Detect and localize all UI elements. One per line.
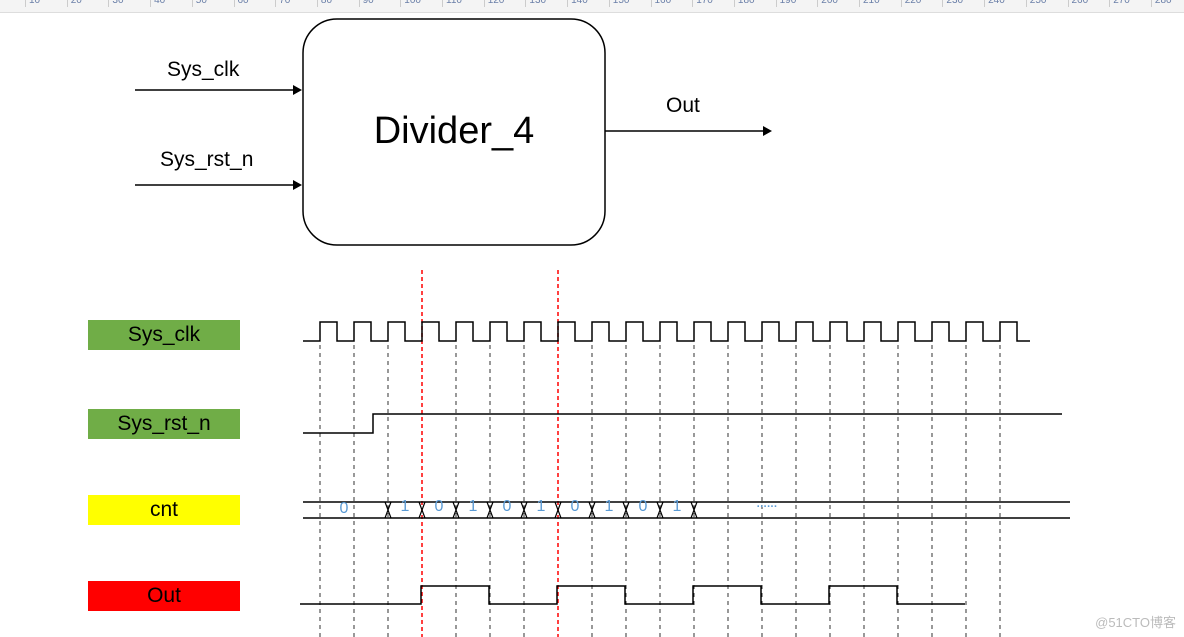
cnt-transition xyxy=(452,501,460,519)
sys-clk-waveform xyxy=(303,321,1030,342)
cnt-value: 1 xyxy=(672,498,682,515)
cnt-value: 1 xyxy=(400,498,410,515)
watermark: @51CTO博客 xyxy=(1095,615,1176,630)
ruler-tick: 170 xyxy=(692,0,713,7)
ruler-tick: 180 xyxy=(733,0,755,7)
ruler-tick: 190 xyxy=(775,0,796,7)
ruler-tick: 260 xyxy=(1067,0,1088,7)
ruler-tick: 140 xyxy=(567,0,588,7)
ruler: 10 20 30 40 50 60 70 80 90 100 110 120 130 140 150 160 1… xyxy=(0,0,1184,13)
signal-label-sys-rst-n: Sys_rst_n xyxy=(88,409,240,439)
cnt-transition xyxy=(588,501,596,519)
cnt-transition xyxy=(418,501,426,519)
cnt-transition xyxy=(520,501,528,519)
ruler-tick: 150 xyxy=(608,0,629,7)
cnt-value: 1 xyxy=(536,498,546,515)
input-label-rst: Sys_rst_n xyxy=(160,148,254,171)
ruler-tick: 230 xyxy=(942,0,963,7)
cnt-value: 0 xyxy=(570,498,580,515)
ruler-tick: 80 xyxy=(316,0,332,7)
ruler-tick: 10 xyxy=(25,0,40,7)
ruler-tick: 40 xyxy=(150,0,165,7)
output-label: Out xyxy=(666,94,700,117)
ruler-tick: 100 xyxy=(400,0,421,7)
ruler-tick: 210 xyxy=(859,0,880,7)
cnt-value: 0 xyxy=(638,498,648,515)
ruler-tick: 90 xyxy=(358,0,374,7)
ruler-tick: 70 xyxy=(275,0,290,7)
sys-rst-n-waveform xyxy=(303,413,1062,434)
cnt-value: 0 xyxy=(339,500,349,517)
cnt-transition xyxy=(554,501,562,519)
ruler-tick: 270 xyxy=(1109,0,1130,7)
ruler-tick: 130 xyxy=(525,0,546,7)
ruler-tick: 110 xyxy=(442,0,462,7)
cnt-transition xyxy=(384,501,392,519)
cnt-transition xyxy=(656,501,664,519)
input-label-clk: Sys_clk xyxy=(167,58,240,81)
signal-label-out: Out xyxy=(88,581,240,611)
ruler-tick: 50 xyxy=(191,0,207,7)
ruler-tick: 220 xyxy=(900,0,921,7)
ruler-tick: 160 xyxy=(650,0,671,7)
cnt-transition xyxy=(622,501,630,519)
signal-label-cnt: cnt xyxy=(88,495,240,525)
cnt-value: 0 xyxy=(502,498,512,515)
ruler-tick: 60 xyxy=(233,0,249,7)
ruler-tick: 200 xyxy=(817,0,838,7)
ruler-tick: 280 xyxy=(1150,0,1172,7)
ruler-tick: 120 xyxy=(483,0,504,7)
ruler-tick: 30 xyxy=(108,0,124,7)
block-title: Divider_4 xyxy=(373,110,535,152)
ruler-tick: 20 xyxy=(66,0,82,7)
cnt-value: 1 xyxy=(604,498,614,515)
signal-label-sys-clk: Sys_clk xyxy=(88,320,240,350)
cnt-ellipsis: ...... xyxy=(756,494,778,511)
divider-block xyxy=(302,18,606,246)
cnt-transition xyxy=(486,501,494,519)
ruler-tick: 240 xyxy=(984,0,1005,7)
cnt-value: 1 xyxy=(468,498,478,515)
ruler-tick: 250 xyxy=(1025,0,1046,7)
out-waveform xyxy=(300,585,965,605)
cnt-value: 0 xyxy=(434,498,444,515)
cnt-transition xyxy=(690,501,698,519)
